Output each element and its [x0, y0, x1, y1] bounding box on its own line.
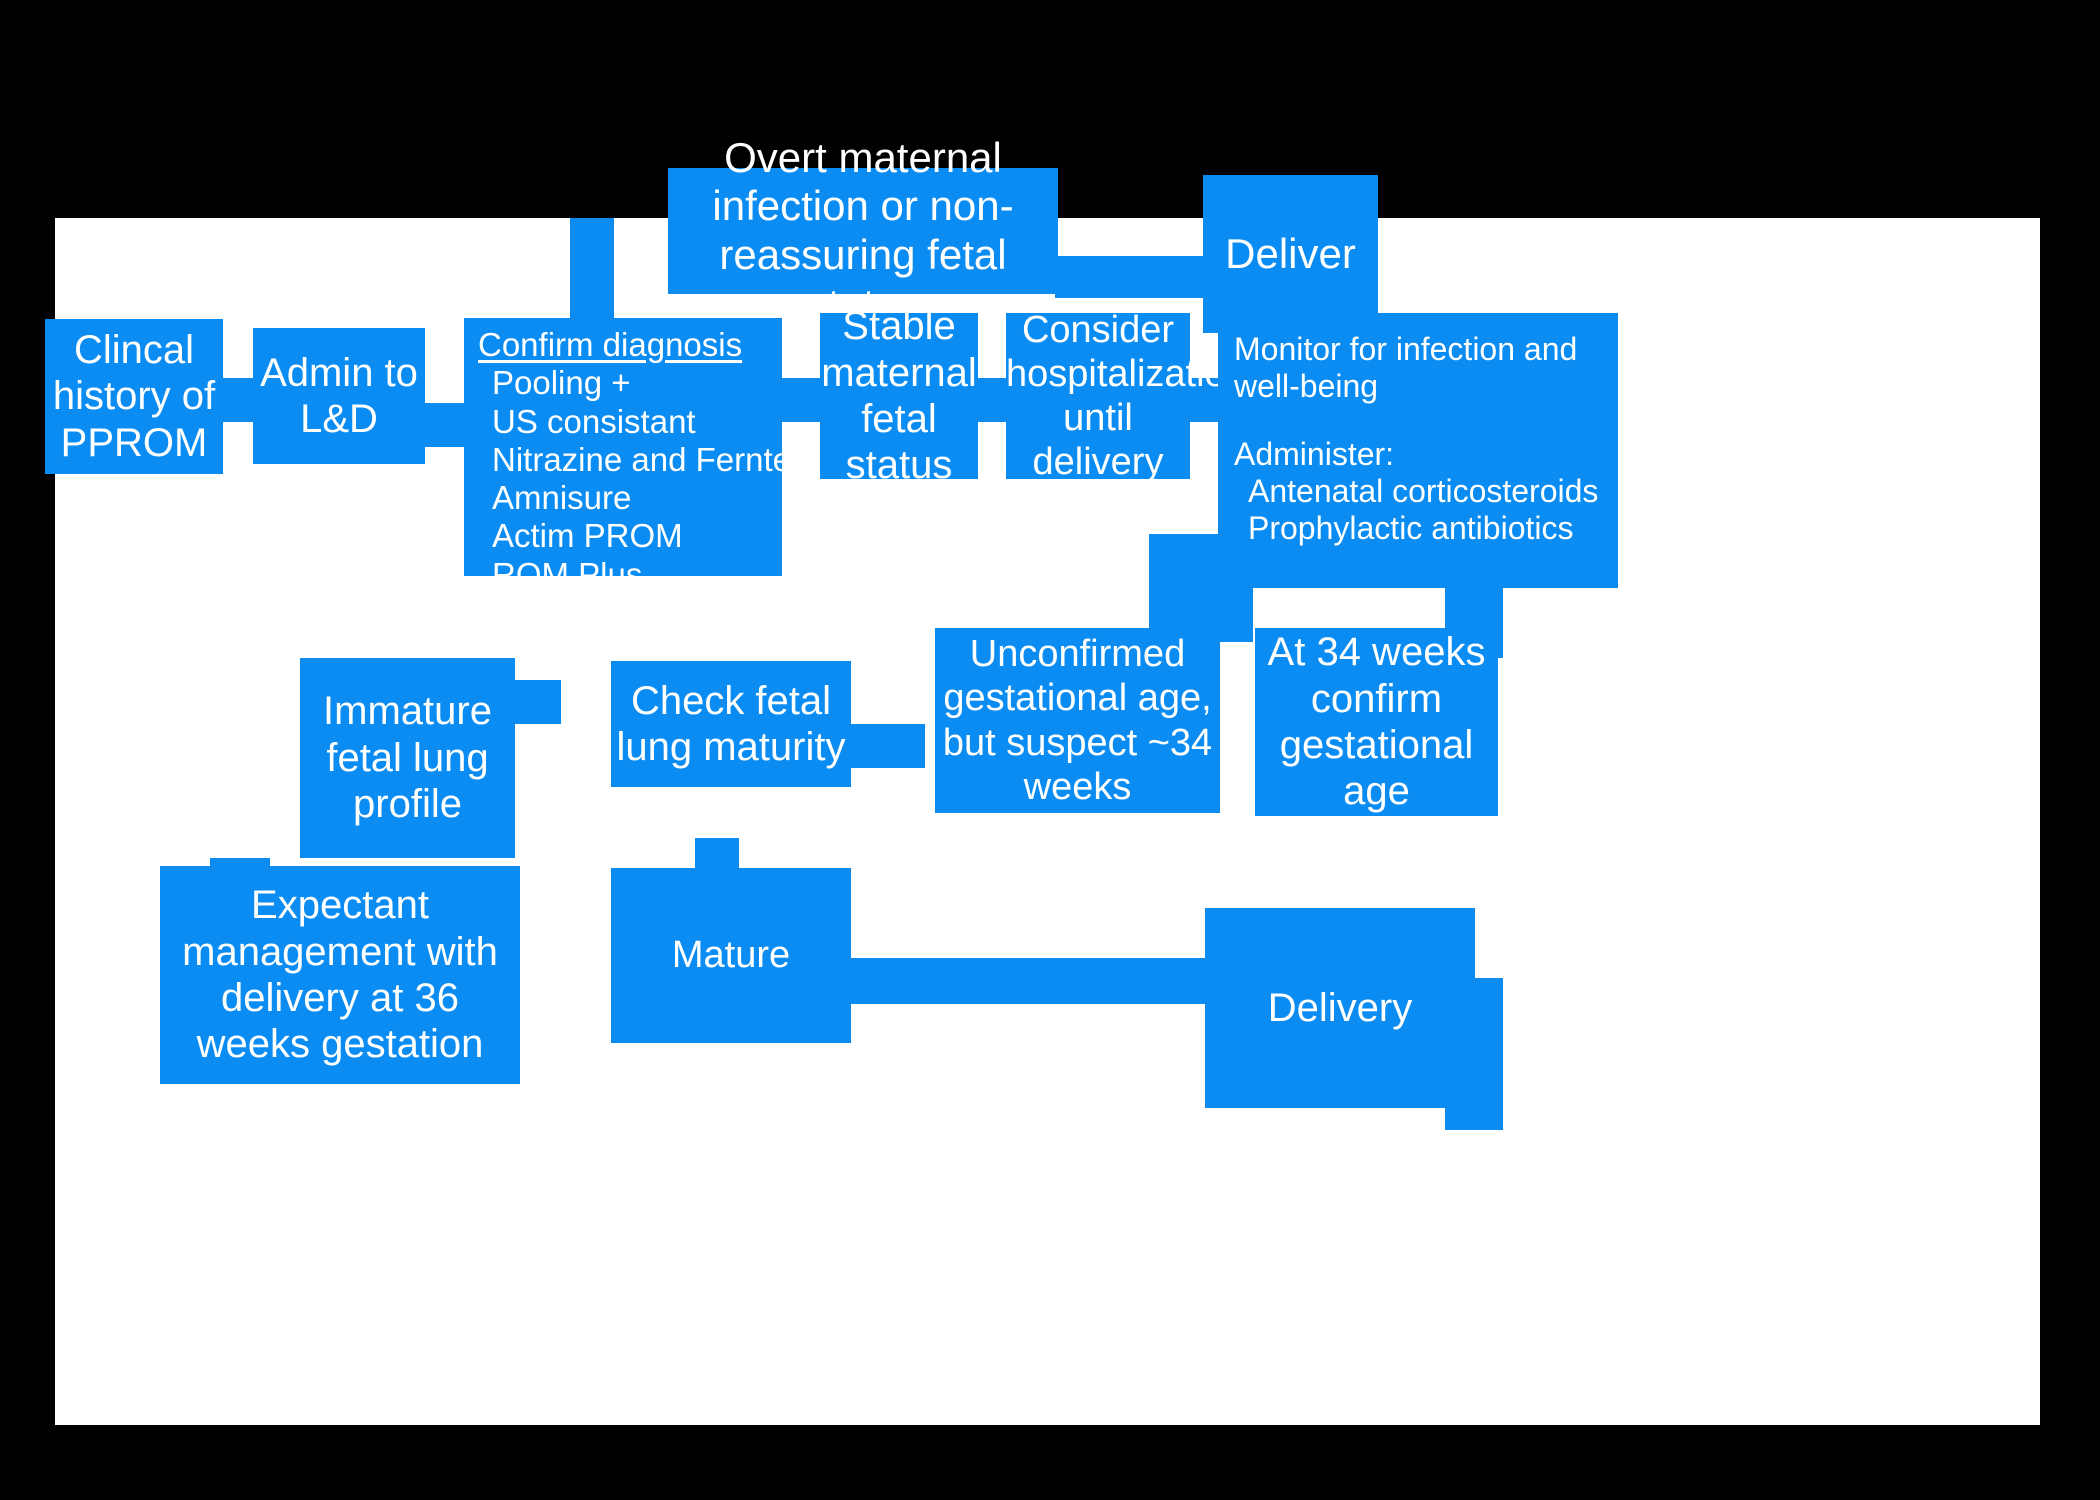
node-expectant-management[interactable]: Expectant management with delivery at 36…	[160, 866, 520, 1084]
administer-item-1: Prophylactic antibiotics	[1248, 509, 1574, 546]
node-mature-label: Mature	[671, 934, 791, 977]
connector-admin-to-confirm	[420, 403, 470, 447]
monitor-heading: Monitor for infection and well-being	[1234, 331, 1578, 405]
administer-item-0: Antenatal corticosteroids	[1248, 472, 1599, 509]
node-immature-profile[interactable]: Immature fetal lung profile	[300, 658, 515, 858]
node-stable-status-label: Stable maternal fetal status	[821, 304, 977, 488]
diagram-canvas: Overt maternal infection or non-reassuri…	[45, 134, 2040, 1425]
confirm-item-1: US consistant	[492, 402, 696, 440]
node-admin-ld-label: Admin to L&D	[260, 350, 418, 441]
node-at-34-weeks[interactable]: At 34 weeks confirm gestational age	[1255, 628, 1498, 816]
confirm-item-3: Amnisure	[492, 479, 632, 517]
confirm-diagnosis-heading: Confirm diagnosis	[478, 326, 743, 363]
node-unconfirmed-age-label: Unconfirmed gestational age, but suspect…	[942, 633, 1213, 808]
confirm-item-5: ROM Plus	[492, 555, 643, 593]
node-immature-profile-label: Immature fetal lung profile	[323, 689, 492, 827]
node-check-lung-maturity-label: Check fetal lung maturity	[616, 678, 846, 769]
node-monitor-administer[interactable]: Monitor for infection and well-being Adm…	[1218, 313, 1618, 588]
node-mature[interactable]: Mature	[611, 868, 851, 1043]
confirm-item-2: Nitrazine and Ferntests	[492, 440, 834, 478]
node-expectant-management-label: Expectant management with delivery at 36…	[182, 883, 498, 1067]
node-clinical-history[interactable]: Clincal history of PPROM	[45, 319, 223, 474]
confirm-item-0: Pooling +	[492, 364, 631, 402]
node-at-34-weeks-label: At 34 weeks confirm gestational age	[1267, 630, 1486, 814]
monitor-spacer	[1234, 405, 1618, 435]
node-stable-status[interactable]: Stable maternal fetal status	[820, 304, 978, 487]
node-delivery-label: Delivery	[1267, 985, 1413, 1030]
node-overt-infection-label: Overt maternal infection or non-reassuri…	[712, 133, 1014, 327]
node-overt-infection[interactable]: Overt maternal infection or non-reassuri…	[668, 134, 1058, 327]
node-consider-hospitalization-label: Consider hospitalization until delivery	[1006, 308, 1247, 484]
node-clinical-history-label: Clincal history of PPROM	[52, 327, 216, 465]
node-deliver-label: Deliver	[1225, 229, 1356, 277]
confirm-item-4: Actim PROM	[492, 517, 683, 555]
connector-overt-to-deliver	[1055, 256, 1215, 298]
node-unconfirmed-age[interactable]: Unconfirmed gestational age, but suspect…	[935, 628, 1220, 813]
connector-unconfirmed-to-check	[845, 724, 925, 768]
administer-heading: Administer:	[1234, 435, 1395, 472]
node-deliver[interactable]: Deliver	[1203, 175, 1378, 333]
node-consider-hospitalization[interactable]: Consider hospitalization until delivery	[1006, 309, 1247, 483]
node-admin-ld[interactable]: Admin to L&D	[253, 328, 425, 464]
node-confirm-diagnosis[interactable]: Confirm diagnosis Pooling + US consistan…	[464, 318, 834, 593]
node-check-lung-maturity[interactable]: Check fetal lung maturity	[611, 661, 851, 787]
connector-mature-to-delivery	[845, 958, 1245, 1004]
node-delivery[interactable]: Delivery	[1205, 908, 1475, 1108]
